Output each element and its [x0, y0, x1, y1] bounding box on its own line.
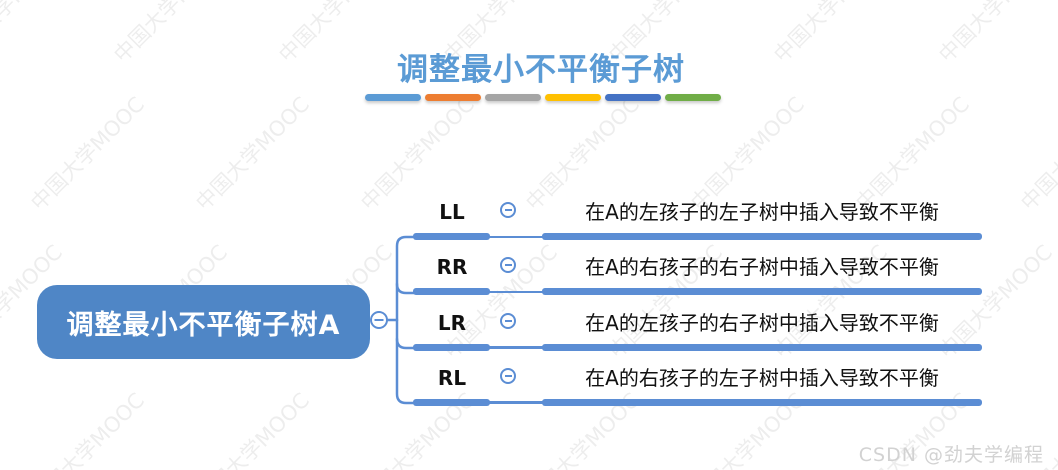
child-topic-underline: [542, 288, 982, 296]
child-topic-underline: [542, 398, 982, 406]
topic-underline: [413, 233, 490, 240]
branch-row: RL 在A的右孩子的左子树中插入导致不平衡: [0, 362, 1058, 408]
divider-bar: [365, 94, 421, 101]
branch-child-topic[interactable]: 在A的右孩子的左子树中插入导致不平衡: [585, 365, 939, 390]
child-topic-underline: [542, 343, 982, 351]
branch-collapse-button minus-circle-icon[interactable]: [500, 367, 516, 384]
branch-child-topic[interactable]: 在A的右孩子的右子树中插入导致不平衡: [585, 255, 939, 280]
topic-underline: [413, 343, 490, 351]
connector-line: [395, 337, 417, 350]
topic-underline: [413, 398, 490, 406]
divider-bar: [485, 94, 541, 101]
connector-line: [488, 290, 544, 294]
branch-collapse-button minus-circle-icon[interactable]: [500, 312, 516, 329]
branch-row: LR 在A的左孩子的右子树中插入导致不平衡: [0, 307, 1058, 353]
divider-bar: [545, 94, 601, 101]
root-topic[interactable]: 调整最小不平衡子树A: [37, 285, 370, 359]
branch-child-topic[interactable]: 在A的左孩子的左子树中插入导致不平衡: [585, 200, 939, 224]
divider-bar: [665, 94, 721, 101]
branch-row: LL 在A的左孩子的左子树中插入导致不平衡: [0, 196, 1058, 242]
title-divider-bars: [365, 94, 721, 101]
branch-topic-label[interactable]: RR: [436, 255, 468, 280]
branch-collapse-button minus-circle-icon[interactable]: [500, 202, 516, 218]
page-title: 调整最小不平衡子树: [397, 52, 685, 88]
divider-bar: [425, 94, 481, 101]
branch-collapse-button minus-circle-icon[interactable]: [500, 257, 516, 274]
connector-line: [488, 401, 544, 404]
root-collapse-button[interactable]: [370, 311, 388, 329]
csdn-watermark: CSDN @劲夫学编程: [858, 444, 1044, 466]
branch-topic-label[interactable]: LL: [439, 200, 465, 224]
branch-child-topic[interactable]: 在A的左孩子的右子树中插入导致不平衡: [585, 310, 939, 335]
connector-line: [395, 282, 417, 295]
branch-topic-label[interactable]: RL: [437, 365, 467, 390]
branch-topic-label[interactable]: LR: [437, 310, 467, 335]
child-topic-underline: [542, 233, 982, 240]
branch-row: RR 在A的右孩子的右子树中插入导致不平衡: [0, 251, 1058, 297]
connector-line: [488, 235, 544, 238]
root-topic-label: 调整最小不平衡子树A: [66, 309, 341, 341]
divider-bar: [605, 94, 661, 101]
topic-underline: [413, 288, 490, 296]
connector-line: [488, 346, 544, 349]
